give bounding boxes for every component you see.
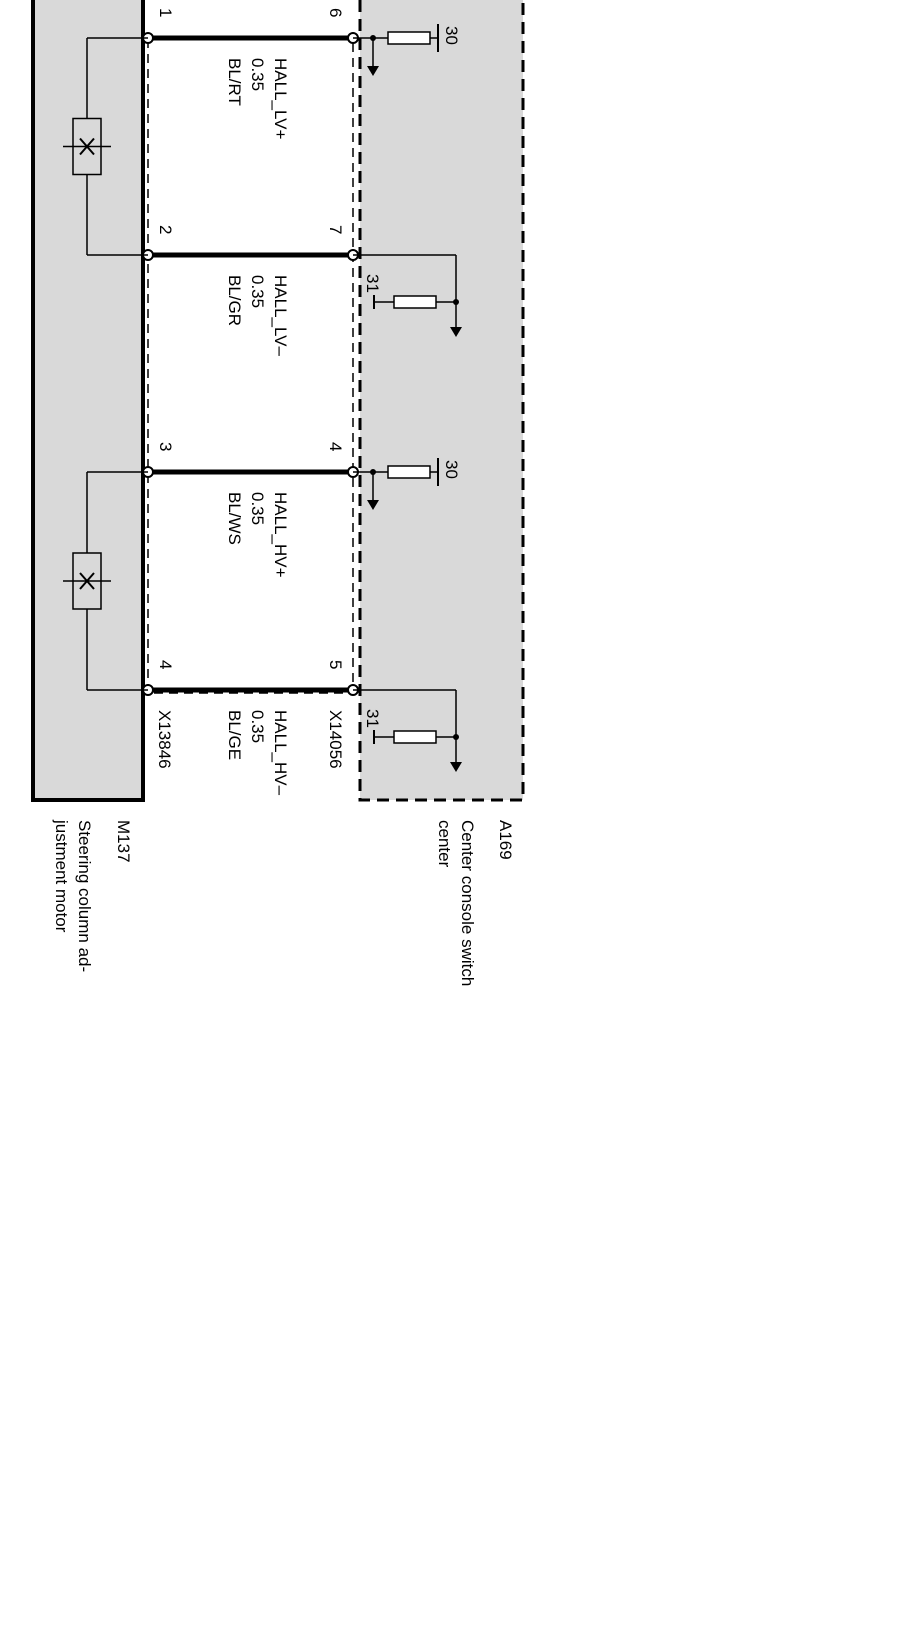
supply-terminal-label: 30: [442, 26, 461, 45]
wire-signal-label: HALL_HV–: [271, 710, 290, 796]
pull-up-resistor: [387, 465, 431, 479]
left-module-name-line2: justment motor: [52, 819, 71, 933]
harness-shield: [147, 37, 354, 694]
left-module-code: M137: [114, 820, 133, 863]
wires-layer: [87, 32, 359, 696]
right-module-name-line1: Center console switch: [458, 820, 477, 986]
left-pin-number: 2: [156, 225, 175, 234]
pull-down-resistor: [393, 730, 437, 744]
arrow-down-icon: [367, 66, 379, 76]
sensors-layer: [63, 38, 111, 690]
right-pin-number: 5: [326, 660, 345, 669]
wire-signal-label: HALL_LV–: [271, 275, 290, 357]
pull-down-circuit: 31: [353, 254, 462, 337]
hall-sensor-2: [63, 472, 111, 690]
right-pin-number: 6: [326, 8, 345, 17]
right-module-code: A169: [496, 820, 515, 860]
supply-terminal-label: 31: [363, 709, 382, 728]
right-connector-label: X14056: [326, 710, 345, 769]
left-pin-number: 3: [156, 442, 175, 451]
wire-color-label: BL/RT: [225, 58, 244, 106]
supply-terminal-label: 30: [442, 460, 461, 479]
ground-arrow-icon: [450, 762, 462, 772]
wire-color-label: BL/GR: [225, 275, 244, 326]
left-pin-number: 4: [156, 660, 175, 669]
left-pin-number: 1: [156, 8, 175, 17]
pull-down-resistor: [393, 295, 437, 309]
pull-up-circuit: 30: [353, 24, 461, 76]
wire-color-label: BL/GE: [225, 710, 244, 760]
wire-color-label: BL/WS: [225, 492, 244, 545]
wire-gauge-label: 0.35: [248, 710, 267, 743]
supply-terminal-label: 31: [363, 274, 382, 293]
left-module-name-line1: Steering column ad-: [75, 820, 94, 972]
ground-arrow-icon: [450, 327, 462, 337]
wire-gauge-label: 0.35: [248, 275, 267, 308]
hall-sensor-x-b: [79, 572, 95, 590]
right-module-name-line2: center: [435, 820, 454, 868]
wire-signal-label: HALL_LV+: [271, 58, 290, 140]
wire-signal-label: HALL_HV+: [271, 492, 290, 578]
wire-gauge-label: 0.35: [248, 58, 267, 91]
hall-sensor-x-b: [79, 137, 95, 156]
right-pin-number: 4: [326, 442, 345, 451]
hall-sensor-1: [63, 38, 111, 255]
pull-up-resistor: [387, 31, 431, 45]
wire-gauge-label: 0.35: [248, 492, 267, 525]
supply-layer: 30 31 30 31: [353, 24, 462, 772]
module-a169-box: [358, 0, 525, 802]
left-connector-label: X13846: [155, 710, 174, 769]
pull-up-circuit: 30: [353, 458, 461, 510]
pull-down-circuit: 31: [353, 689, 462, 772]
arrow-down-icon: [367, 500, 379, 510]
right-pin-number: 7: [326, 225, 345, 234]
